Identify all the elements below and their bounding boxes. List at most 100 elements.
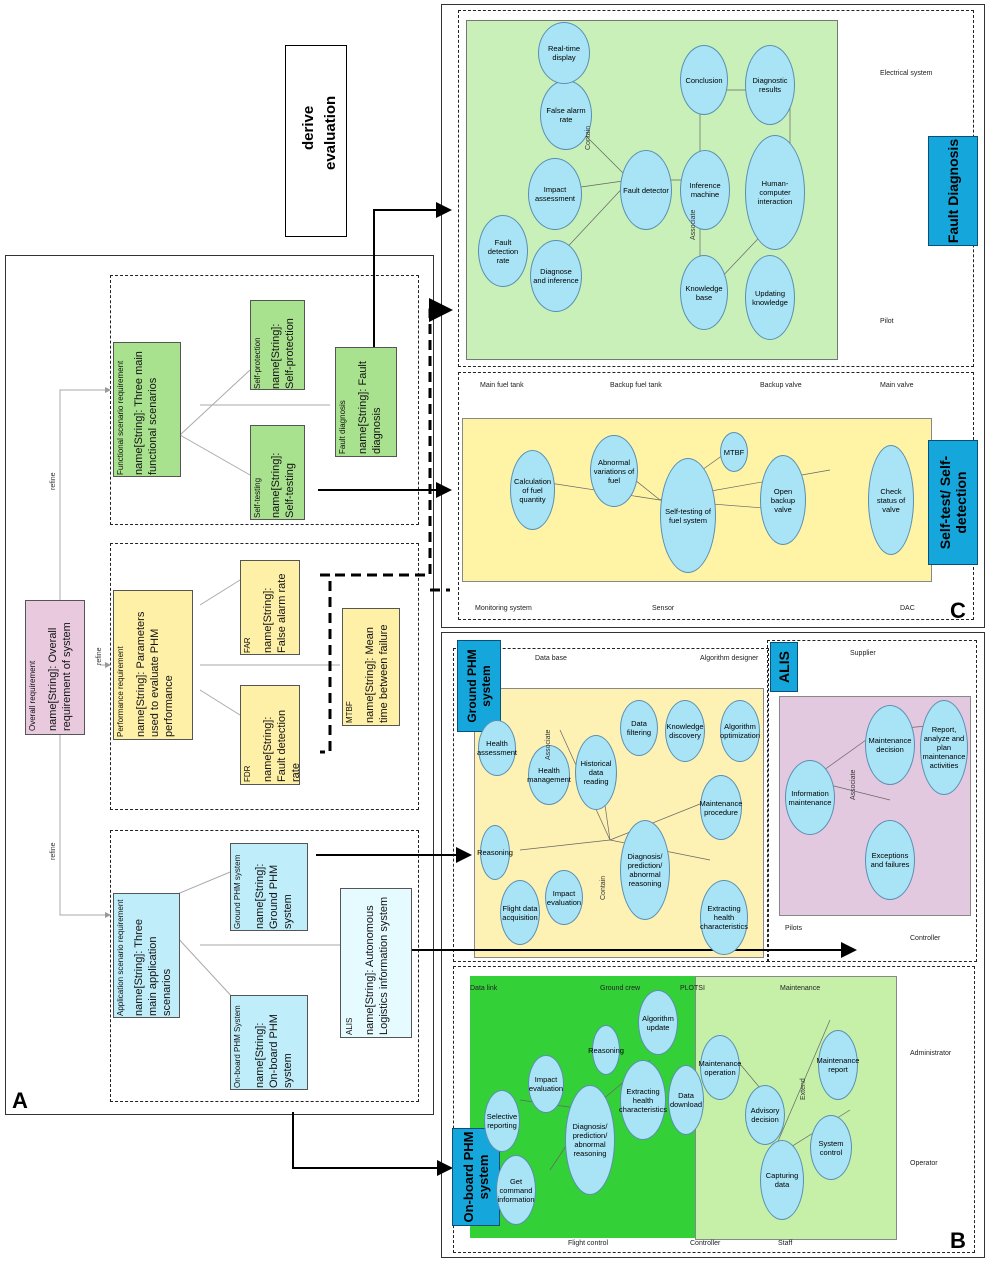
- fault-diagnosis-requirement: Fault diagnosis name[String]: Fault diag…: [335, 347, 397, 457]
- panel-b-frame: [441, 632, 985, 1258]
- self-protection-requirement: Self-protection name[String]: Self-prote…: [250, 300, 305, 390]
- uc-data-filtering: Data filtering: [620, 700, 658, 756]
- actor-data-base: Data base: [535, 655, 567, 662]
- uc-calc-fuel-quantity: Calculation of fuel quantity: [510, 450, 555, 530]
- application-name: name[String]: Three main application sce…: [133, 918, 173, 1016]
- actor-alis-controller: Controller: [910, 935, 941, 942]
- uc-onboard-diagnosis: Diagnosis/ prediction/ abnormal reasonin…: [565, 1085, 615, 1195]
- uc-ground-reasoning: Reasoning: [477, 825, 513, 880]
- uc-system-control: System control: [810, 1115, 852, 1180]
- alis-requirement: ALIS name[String]: Autonomous Logistics …: [340, 888, 412, 1038]
- actor-sensor: Sensor: [652, 605, 675, 612]
- self-protection-name: name[String]: Self-protection: [270, 318, 296, 389]
- fdr-stereo: FDR: [243, 765, 252, 782]
- panel-a-label: A: [12, 1088, 28, 1113]
- uc-maintenance-operation: Maintenance operation: [699, 1035, 741, 1100]
- uc-maintenance-decision: Maintenance decision: [865, 705, 915, 785]
- evaluation-arrows: [320, 298, 453, 754]
- actor-operator: Operator: [910, 1160, 938, 1167]
- fault-diagnosis-title: Fault Diagnosis: [928, 136, 978, 246]
- rel-contain-2: Contain: [600, 875, 607, 900]
- overall-stereo: Overall requirement: [28, 660, 37, 731]
- uc-onboard-extract-health: Extracting health characteristics: [619, 1060, 667, 1140]
- actor-flight-control: Flight control: [568, 1240, 609, 1247]
- uc-algorithm-optimization: Algorithm optimization: [720, 700, 760, 762]
- functional-scenario-requirement: Functional scenario requirement name[Str…: [113, 342, 181, 477]
- uc-human-computer-interaction: Human-computer interaction: [745, 135, 805, 250]
- performance-name: name[String]: Parameters used to evaluat…: [135, 611, 175, 737]
- uc-false-alarm-rate: False alarm rate: [540, 80, 592, 150]
- uc-updating-knowledge: Updating knowledge: [745, 255, 795, 340]
- overall-name: name[String]: Overall requirement of sys…: [47, 622, 73, 731]
- actor-main-fuel-tank: Main fuel tank: [480, 382, 524, 389]
- uc-real-time-display: Real-time display: [538, 22, 590, 84]
- uc-onboard-reasoning: Reasoning: [588, 1025, 624, 1075]
- far-requirement: FAR name[String]: False alarm rate: [240, 560, 300, 655]
- fault-diagnosis-name: name[String]: Fault diagnosis: [357, 361, 383, 454]
- self-testing-stereo: Self-testing: [253, 477, 262, 518]
- alis-req-stereo: ALIS: [345, 1017, 354, 1035]
- overall-requirement: Overall requirement name[String]: Overal…: [25, 600, 85, 735]
- application-scenario-requirement: Application scenario requirement name[St…: [113, 893, 180, 1018]
- rel-associate-3: Associate: [850, 769, 857, 800]
- association-lines: [519, 89, 941, 1171]
- alis-req-name: name[String]: Autonomous Logistics infor…: [364, 896, 390, 1035]
- onboard-phm-requirement: On-board PHM System name[String]: On-boa…: [230, 995, 308, 1090]
- uc-ground-extract-health: Extracting health characteristics: [700, 880, 748, 955]
- panel-b-label: B: [950, 1228, 966, 1253]
- uc-diagnostic-results: Diagnostic results: [745, 45, 795, 125]
- ground-req-stereo: Ground PHM system: [233, 854, 242, 929]
- refine-label-functional: refine: [50, 472, 57, 490]
- panel-c-label: C: [950, 598, 966, 623]
- actor-pilots: Pilots: [785, 925, 803, 932]
- uc-report-analyze-plan: Report, analyze and plan maintenance act…: [920, 700, 968, 795]
- mtbf-name: name[String]: Mean time between failure: [364, 624, 390, 723]
- performance-group: [110, 543, 419, 810]
- refine-links: [59, 369, 340, 1001]
- uc-open-backup-valve: Open backup valve: [760, 455, 806, 545]
- uc-selective-reporting: Selective reporting: [484, 1090, 520, 1152]
- actor-supplier: Supplier: [850, 650, 876, 657]
- uc-diagnose-inference: Diagnose and inference: [530, 240, 582, 312]
- uc-flight-data-acquisition: Flight data acquisition: [500, 880, 540, 945]
- actor-staff: Staff: [778, 1240, 793, 1247]
- uc-mtbf: MTBF: [720, 432, 748, 472]
- actor-backup-valve: Backup valve: [760, 382, 802, 389]
- uc-historical-data-reading: Historical data reading: [575, 735, 617, 810]
- ground-req-name: name[String]: Ground PHM system: [254, 863, 294, 929]
- uc-abnormal-fuel: Abnormal variations of fuel: [590, 435, 638, 507]
- onboard-req-stereo: On-board PHM System: [233, 1005, 242, 1088]
- actor-administrator: Administrator: [910, 1050, 952, 1057]
- actor-pilot: Pilot: [880, 318, 894, 325]
- uc-maintenance-report: Maintenance report: [817, 1030, 859, 1100]
- uc-knowledge-discovery: Knowledge discovery: [665, 700, 705, 762]
- uc-algorithm-update: Algorithm update: [638, 990, 678, 1055]
- uc-ground-impact-evaluation: Impact evaluation: [545, 870, 583, 925]
- application-stereo: Application scenario requirement: [116, 899, 125, 1016]
- rel-associate-2: Associate: [545, 729, 552, 760]
- uc-information-maintenance: Information maintenance: [785, 760, 835, 835]
- actor-onboard-controller: Controller: [690, 1240, 721, 1247]
- uc-capturing-data: Capturing data: [760, 1140, 804, 1220]
- uc-knowledge-base: Knowledge base: [680, 255, 728, 330]
- self-testing-requirement: Self-testing name[String]: Self-testing: [250, 425, 305, 520]
- actor-main-valve: Main valve: [880, 382, 914, 389]
- actor-algorithm-designer: Algorithm designer: [700, 655, 759, 662]
- rel-associate-1: Associate: [690, 209, 697, 240]
- ground-container: [453, 648, 769, 962]
- actor-electrical-system: Electrical system: [880, 70, 933, 77]
- actor-dac: DAC: [900, 605, 915, 612]
- legend-evaluation-label: evaluation: [322, 95, 339, 170]
- fdr-requirement: FDR name[String]: Fault detection rate: [240, 685, 302, 785]
- selftest-title: Self-test/ Self-detection: [928, 440, 978, 565]
- functional-name: name[String]: Three main functional scen…: [133, 351, 159, 475]
- legend-box: [285, 45, 347, 237]
- uc-health-assessment: Health assessment: [477, 720, 517, 776]
- uc-maintenance-procedure: Maintenance procedure: [700, 775, 742, 840]
- uc-get-command-info: Get command information: [496, 1155, 536, 1225]
- uc-impact-assessment: Impact assessment: [528, 158, 582, 230]
- uc-data-download: Data download: [668, 1065, 704, 1135]
- fault-diagnosis-stereo: Fault diagnosis: [338, 400, 347, 454]
- performance-stereo: Performance requirement: [116, 646, 125, 737]
